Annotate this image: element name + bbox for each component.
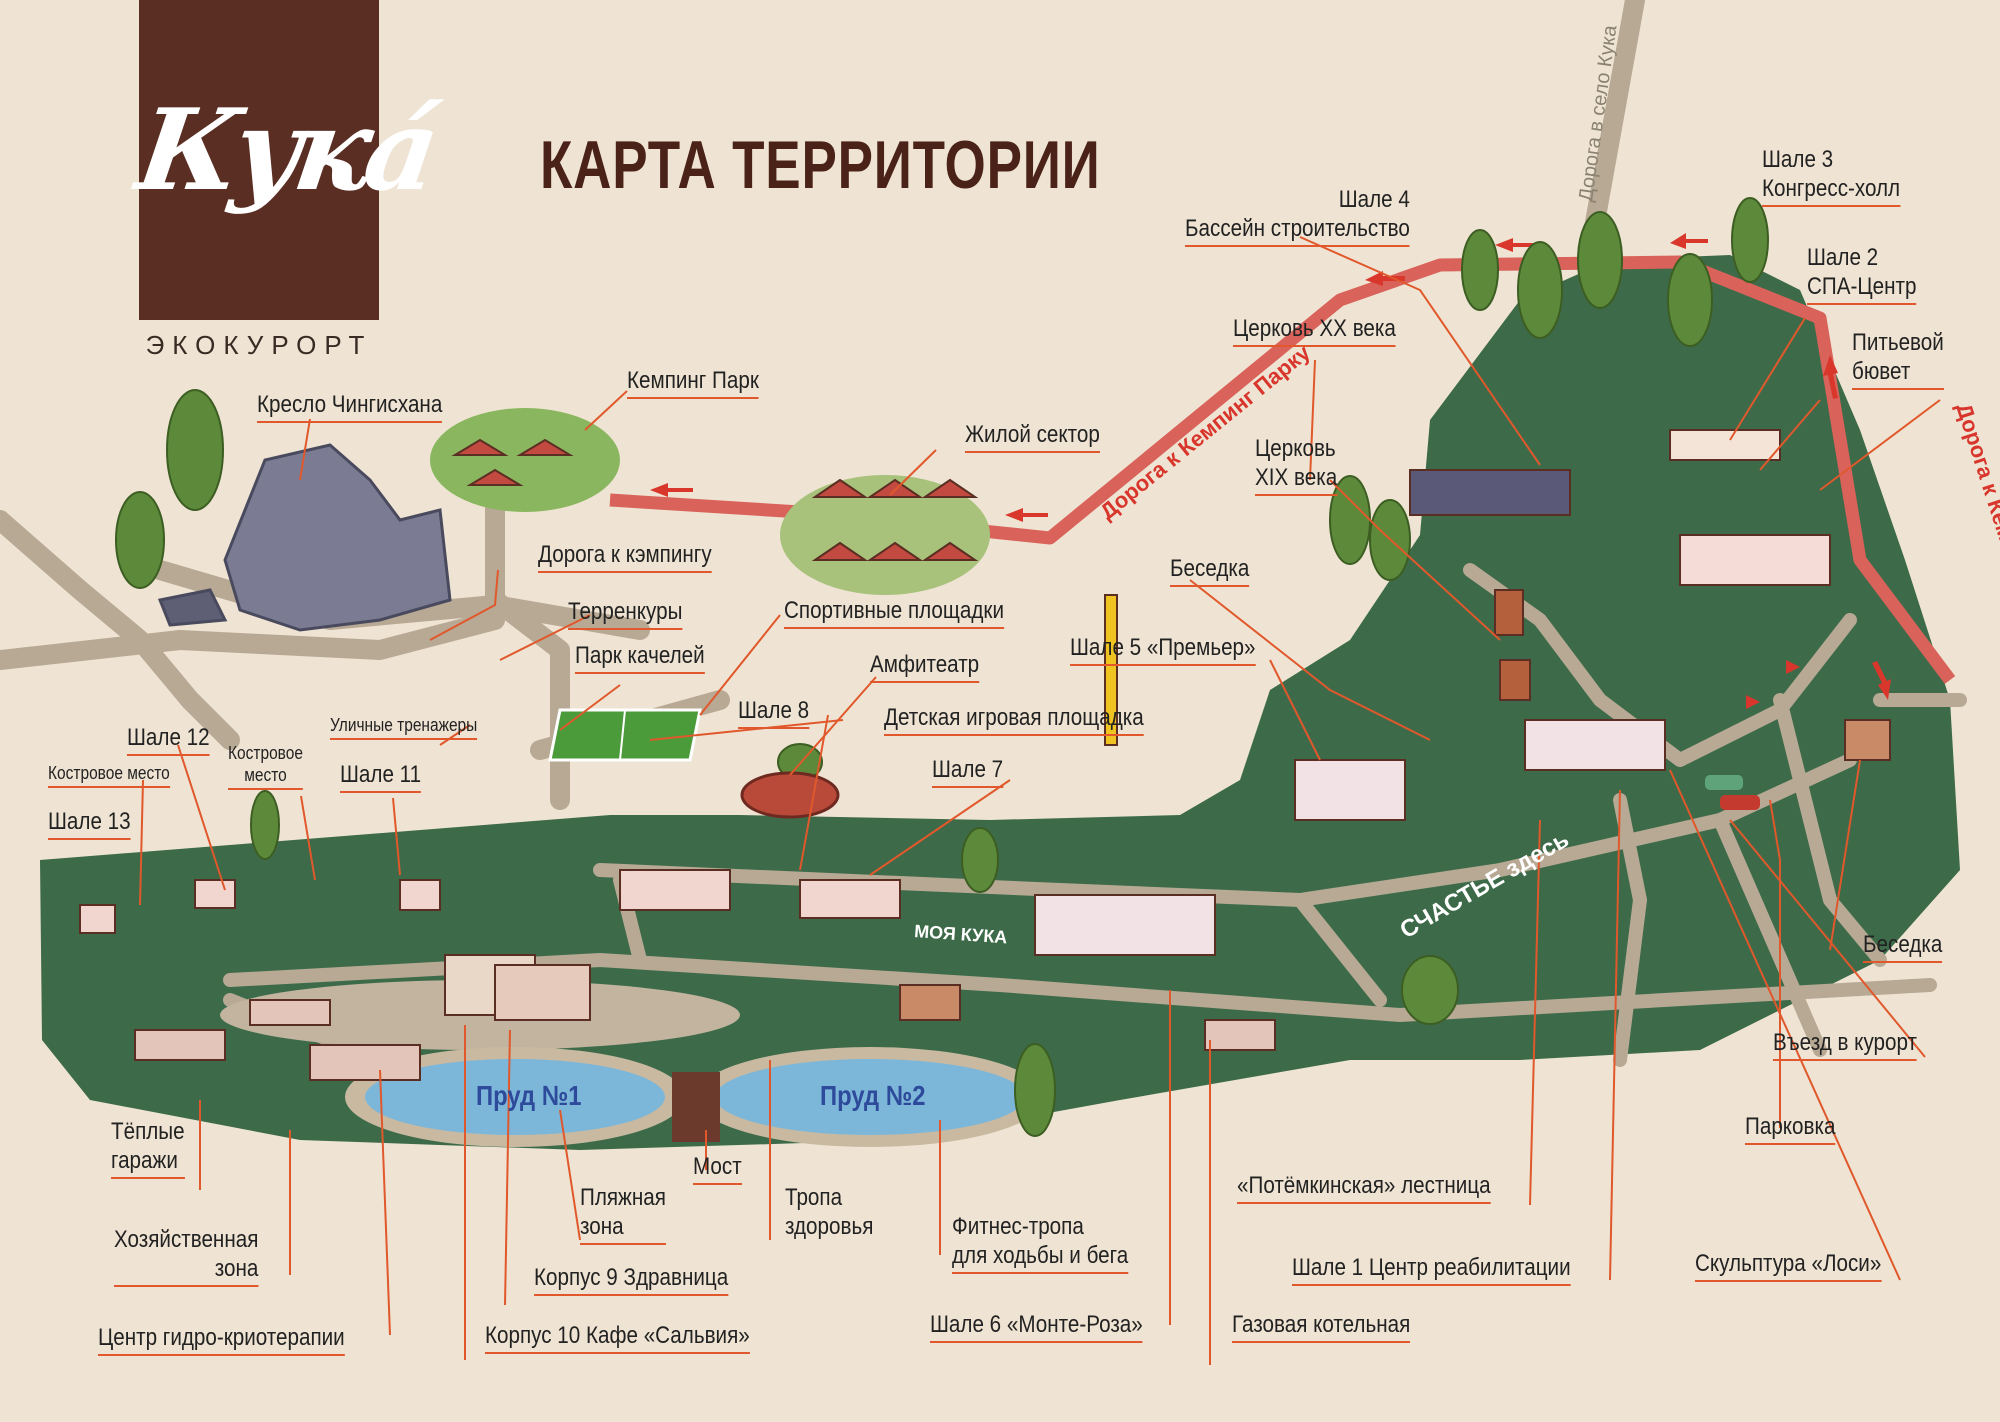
label-church-19: Церковь XIX века	[1255, 434, 1338, 496]
label-drinking-fountain: Питьевой бювет	[1852, 328, 1944, 390]
label-fire-place-2: Костровое место	[228, 742, 303, 790]
label-corpus9: Корпус 9 Здравница	[534, 1263, 729, 1296]
label-gazebo-right: Беседка	[1863, 930, 1943, 963]
label-chalet8: Шале 8	[738, 696, 810, 729]
label-chalet12: Шале 12	[127, 723, 210, 756]
label-hydro-cryo: Центр гидро-криотерапии	[98, 1323, 345, 1356]
amphitheater	[740, 771, 840, 819]
map-title: КАРТА ТЕРРИТОРИИ	[540, 127, 1101, 203]
label-utility-zone: Хозяйственная зона	[114, 1225, 259, 1287]
leader-lines	[139, 236, 1941, 1365]
flags	[1746, 660, 1800, 709]
label-potemkin-stairs: «Потёмкинская» лестница	[1237, 1171, 1491, 1204]
label-moose-sculpture: Скульптура «Лоси»	[1695, 1249, 1882, 1282]
label-living-sector: Жилой сектор	[965, 420, 1100, 453]
buildings	[79, 429, 1891, 1081]
parking-cars	[1705, 775, 1760, 810]
label-health-trail: Тропа здоровья	[785, 1184, 874, 1240]
label-chalet6: Шале 6 «Монте-Роза»	[930, 1310, 1143, 1343]
label-street-gym: Уличные тренажеры	[330, 714, 478, 740]
pond1-label: Пруд №1	[476, 1080, 582, 1111]
label-chalet3: Шале 3 Конгресс-холл	[1762, 145, 1901, 207]
label-beach-zone: Пляжная зона	[580, 1183, 666, 1245]
label-swing-park: Парк качелей	[575, 641, 705, 674]
label-chalet7: Шале 7	[932, 755, 1004, 788]
label-chalet2: Шале 2 СПА-Центр	[1807, 243, 1917, 305]
pond2-label: Пруд №2	[820, 1080, 926, 1111]
label-entrance: Въезд в курорт	[1773, 1028, 1917, 1061]
label-chalet1: Шале 1 Центр реабилитации	[1292, 1253, 1571, 1286]
living-sector-oval	[780, 475, 990, 595]
label-parking: Парковка	[1745, 1112, 1836, 1145]
brand-tagline: ЭКОКУРОРТ	[145, 330, 373, 360]
label-sports-grounds: Спортивные площадки	[784, 596, 1004, 629]
label-fire-place-1: Костровое место	[48, 762, 170, 788]
label-corpus10: Корпус 10 Кафе «Сальвия»	[485, 1321, 750, 1354]
brand-logo: Кука́	[130, 0, 441, 320]
label-road-to-camping: Дорога к кэмпингу	[538, 540, 712, 573]
genghis-chair-rocks	[157, 443, 452, 632]
label-terrenkury: Терренкуры	[568, 597, 683, 630]
label-playground: Детская игровая площадка	[884, 703, 1144, 736]
label-chalet11: Шале 11	[340, 760, 422, 793]
logo-wordmark: Кука́	[129, 85, 442, 216]
label-chalet13: Шале 13	[48, 807, 131, 840]
label-gazebo-top: Беседка	[1170, 554, 1250, 587]
label-gas-boiler: Газовая котельная	[1232, 1310, 1411, 1343]
label-chalet4: Шале 4 Бассейн строительство	[1185, 185, 1410, 247]
label-fitness-trail: Фитнес-тропа для ходьбы и бега	[952, 1212, 1129, 1274]
label-chalet5: Шале 5 «Премьер»	[1070, 633, 1256, 666]
cottages	[451, 438, 979, 561]
route-arrows	[650, 233, 1891, 700]
label-amphitheater: Амфитеатр	[870, 650, 980, 683]
label-bridge: Мост	[693, 1152, 742, 1185]
ponds	[345, 1047, 1045, 1147]
label-camping-park: Кемпинг Парк	[627, 366, 759, 399]
label-genghis-chair: Кресло Чингисхана	[257, 390, 443, 423]
trees	[115, 197, 1769, 1137]
football-field	[548, 708, 702, 762]
label-church-20: Церковь XX века	[1233, 314, 1396, 347]
label-warm-garages: Тёплые гаражи	[111, 1117, 185, 1179]
